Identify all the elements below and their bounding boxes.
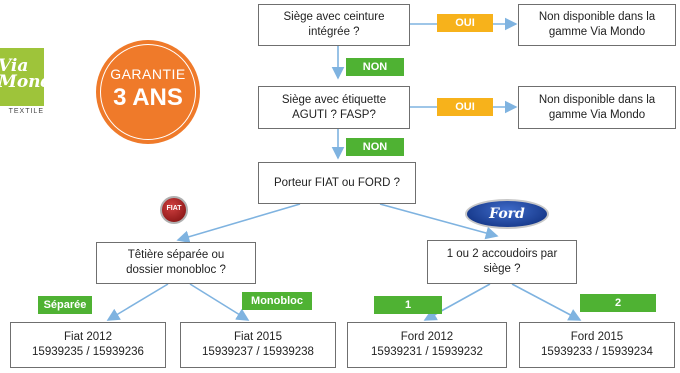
node-fiat-2015: Fiat 2015 15939237 / 15939238 bbox=[180, 322, 336, 368]
via-mondo-logo-text: Via Mondo bbox=[0, 56, 64, 92]
guarantee-badge-ring bbox=[100, 44, 196, 140]
node-carrier-question: Porteur FIAT ou FORD ? bbox=[258, 162, 416, 204]
node-armrest-question: 1 ou 2 accoudoirs par siège ? bbox=[427, 240, 577, 284]
tag-oui-2: OUI bbox=[437, 98, 493, 116]
arrow-q3-q5 bbox=[379, 203, 499, 240]
tag-oui-1: OUI bbox=[437, 14, 493, 32]
node-label-question: Siège avec étiquette AGUTI ? FASP? bbox=[258, 86, 410, 129]
fiat-logo: FIAT bbox=[160, 196, 188, 224]
tag-monobloc: Monobloc bbox=[242, 292, 312, 310]
via-mondo-logo: Via Mondo TEXTILE bbox=[0, 48, 64, 120]
tag-two: 2 bbox=[580, 294, 656, 312]
node-not-available-1: Non disponible dans la gamme Via Mondo bbox=[518, 4, 676, 46]
arrow-q3-q4 bbox=[176, 203, 301, 243]
tag-separee: Séparée bbox=[38, 296, 92, 314]
ford-logo: Ford bbox=[465, 199, 549, 229]
node-fiat-2012: Fiat 2012 15939235 / 15939236 bbox=[10, 322, 166, 368]
guarantee-badge: GARANTIE 3 ANS bbox=[96, 40, 200, 144]
node-headrest-question: Têtière séparée ou dossier monobloc ? bbox=[96, 242, 256, 284]
tag-one: 1 bbox=[374, 296, 442, 314]
arrow-q5-ford2012 bbox=[423, 283, 491, 321]
node-ford-2015: Ford 2015 15939233 / 15939234 bbox=[519, 322, 675, 368]
via-mondo-logo-bg: Via Mondo bbox=[0, 48, 64, 106]
arrow-q5-ford2015 bbox=[511, 283, 582, 321]
tag-non-1: NON bbox=[346, 58, 404, 76]
fiat-logo-text: FIAT bbox=[166, 205, 182, 212]
node-not-available-2: Non disponible dans la gamme Via Mondo bbox=[518, 86, 676, 129]
guarantee-badge-line1: GARANTIE bbox=[110, 66, 186, 82]
arrow-q4-fiat2015 bbox=[189, 283, 250, 321]
node-seat-belt-question: Siège avec ceinture intégrée ? bbox=[258, 4, 410, 46]
via-mondo-logo-sub: TEXTILE bbox=[8, 108, 44, 115]
tag-non-2: NON bbox=[346, 138, 404, 156]
guarantee-badge-line2: 3 ANS bbox=[113, 84, 183, 111]
arrow-q4-fiat2012 bbox=[106, 283, 169, 321]
node-ford-2012: Ford 2012 15939231 / 15939232 bbox=[347, 322, 507, 368]
